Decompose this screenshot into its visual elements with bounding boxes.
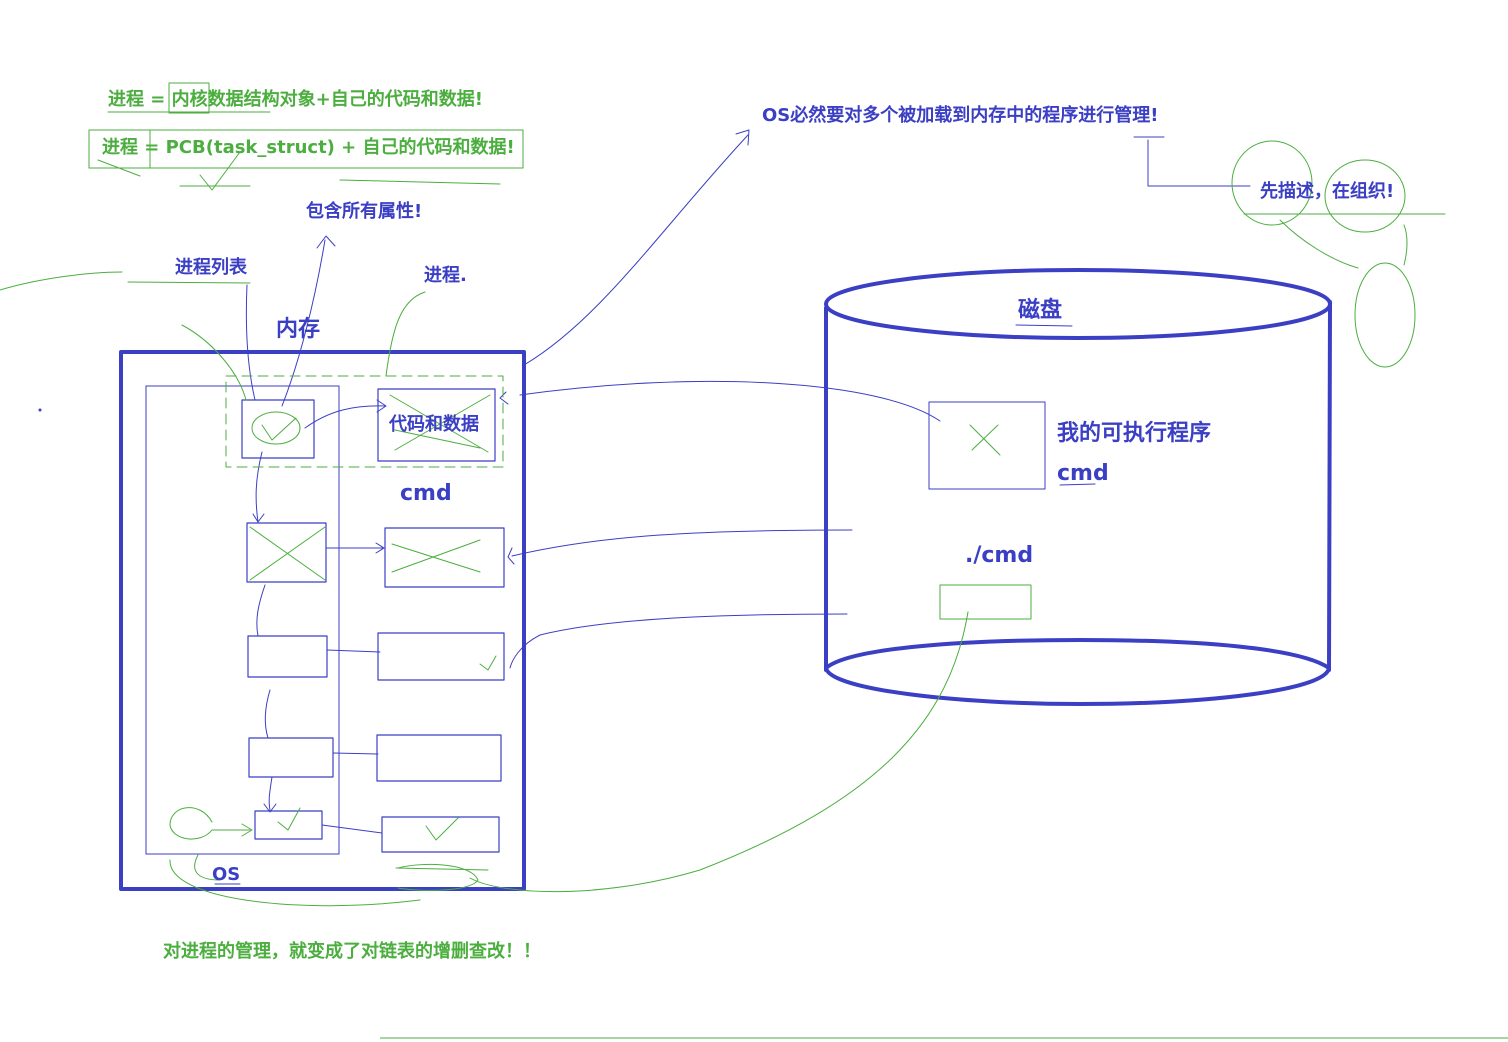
run-command-label: ./cmd [965,543,1034,568]
pcb-node-1 [241,399,315,459]
pcb-node-3 [247,635,328,678]
cmd-run-box [939,584,1032,620]
pcb-to-code-4 [332,752,379,755]
code-data-block-4 [376,734,502,782]
arrow-to-attrs [281,239,326,407]
process-group [225,375,504,468]
code-data-block-1 [377,388,496,462]
note-bracket [1147,139,1251,187]
exec-line [469,611,969,893]
def-box-pcb [88,129,524,169]
contains-all-attributes-note: 包含所有属性! [306,201,423,222]
disk-bottom [824,638,1331,706]
load-arrow-1 [519,380,941,422]
list-link-3 [264,689,271,739]
describe-then-organize-note: 先描述，在组织! [1260,181,1395,202]
arrow-to-os-note [523,134,749,366]
disk-title: 磁盘 [1018,298,1063,323]
disk-body [824,300,1332,672]
disk-cmd-label: cmd [1057,461,1109,486]
code-data-block-5 [381,816,500,853]
process-definition-pcb: 进程 = PCB(task_struct) + 自己的代码和数据! [102,137,515,158]
pcb-node-4 [248,737,334,778]
arrow-from-process-list [245,284,256,401]
pcb-node-5 [254,810,323,840]
executable-file [928,401,1046,490]
code-and-data-label: 代码和数据 [389,414,479,435]
process-label: 进程. [424,265,467,286]
def-box-kernel [168,82,210,114]
memory-frame [119,350,526,891]
arrow-to-process-label [385,291,426,377]
load-arrow-3 [509,613,848,669]
os-loop [169,807,251,840]
process-definition-kernel: 进程 = 内核数据结构对象+自己的代码和数据! [108,89,483,110]
os-label: OS [212,864,241,885]
list-operations-note: 对进程的管理，就变成了对链表的增删查改！！ [163,941,541,962]
process-list-label: 进程列表 [175,257,247,278]
os-management-note: OS必然要对多个被加载到内存中的程序进行管理! [762,105,1159,126]
pcb-to-code-5 [321,824,383,834]
list-link-1 [255,451,263,523]
executable-program-label: 我的可执行程序 [1057,421,1212,446]
memory-cmd-label: cmd [400,481,452,506]
pcb-to-code-3 [326,649,381,653]
pcb-to-code-1 [304,405,386,429]
code-data-block-3 [377,632,505,681]
list-link-2 [256,584,266,637]
load-arrow-2 [511,529,853,557]
memory-title: 内存 [276,317,321,342]
code-data-block-2 [384,527,505,588]
pcb-node-2 [246,522,327,583]
list-link-4 [268,776,273,811]
disk-top [824,268,1332,340]
os-region [145,385,340,855]
